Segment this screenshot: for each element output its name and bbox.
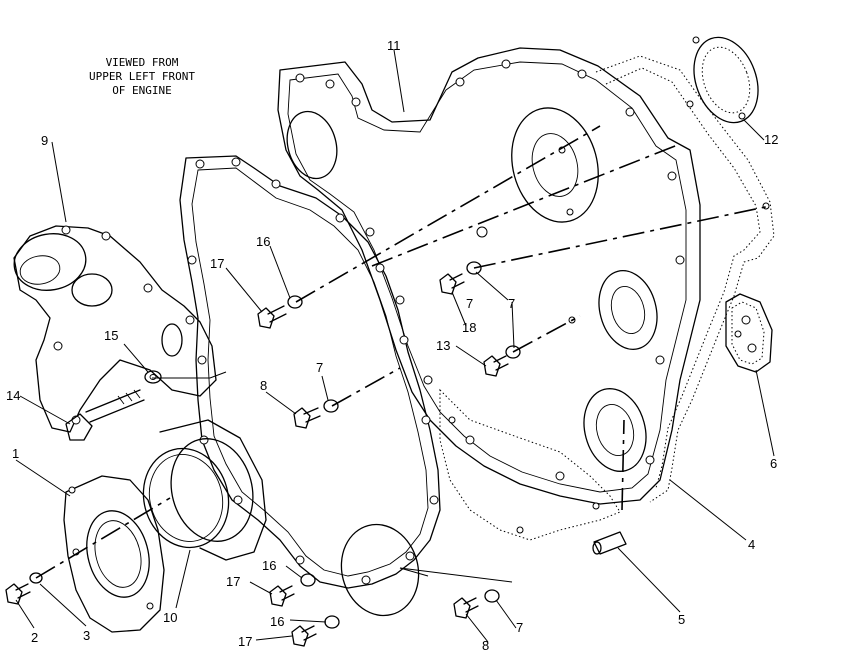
bolt-13	[483, 355, 509, 377]
leader-lines	[15, 49, 775, 643]
callout-7-lower: 7	[516, 620, 523, 635]
view-caption: VIEWED FROM UPPER LEFT FRONT OF ENGINE	[89, 56, 195, 97]
lower-housing-gasket	[439, 388, 621, 541]
housing-gasket	[595, 36, 775, 503]
bolt-17-upper	[257, 305, 287, 329]
caption-line-2: UPPER LEFT FRONT	[89, 70, 195, 83]
callout-8-lower: 8	[482, 638, 489, 653]
callout-7-upper: 7	[508, 296, 515, 311]
washer-15	[144, 370, 162, 384]
callout-14: 14	[6, 388, 20, 403]
front-housing-plate	[277, 47, 701, 505]
callout-3: 3	[83, 628, 90, 643]
washers	[287, 261, 521, 629]
front-housing-left	[13, 225, 217, 433]
callout-7-bolt: 7	[466, 296, 473, 311]
bolt-18	[439, 273, 465, 295]
callout-17-middle: 17	[226, 574, 240, 589]
callout-16-lower: 16	[270, 614, 284, 629]
callout-labels: 1 2 3 4 5 6 7 7 7 7 8 8 9 10 11 12 13 14…	[6, 38, 778, 653]
caption-line-1: VIEWED FROM	[106, 56, 179, 69]
bolt-17-lower-a	[269, 585, 295, 607]
bolt-8-middle	[293, 407, 321, 429]
callout-1: 1	[12, 446, 19, 461]
callout-17-lower: 17	[238, 634, 252, 649]
bolt-17-lower-b	[291, 625, 317, 647]
small-gasket	[725, 293, 773, 373]
callout-12: 12	[764, 132, 778, 147]
crankshaft-seal	[142, 419, 267, 561]
bolt-8-lower	[453, 597, 479, 619]
callout-4: 4	[748, 537, 755, 552]
callout-13: 13	[436, 338, 450, 353]
callout-17-upper: 17	[210, 256, 224, 271]
gear-cover	[179, 155, 441, 617]
callout-16-upper: 16	[256, 234, 270, 249]
callout-15: 15	[104, 328, 118, 343]
long-bolt	[65, 389, 145, 441]
callout-9: 9	[41, 133, 48, 148]
dowel-pin	[592, 531, 627, 555]
callout-10: 10	[163, 610, 177, 625]
washer-3	[29, 572, 43, 584]
bolt-2	[5, 583, 31, 605]
assembly-axis-lines	[35, 125, 771, 583]
callout-2: 2	[31, 630, 38, 645]
callout-5: 5	[678, 612, 685, 627]
callout-16-middle: 16	[262, 558, 276, 573]
callout-6: 6	[770, 456, 777, 471]
callout-7-middle: 7	[316, 360, 323, 375]
caption-line-3: OF ENGINE	[112, 84, 172, 97]
callout-11: 11	[387, 38, 401, 53]
callout-18: 18	[462, 320, 476, 335]
seal-carrier-plate	[63, 475, 165, 633]
callout-8-middle: 8	[260, 378, 267, 393]
